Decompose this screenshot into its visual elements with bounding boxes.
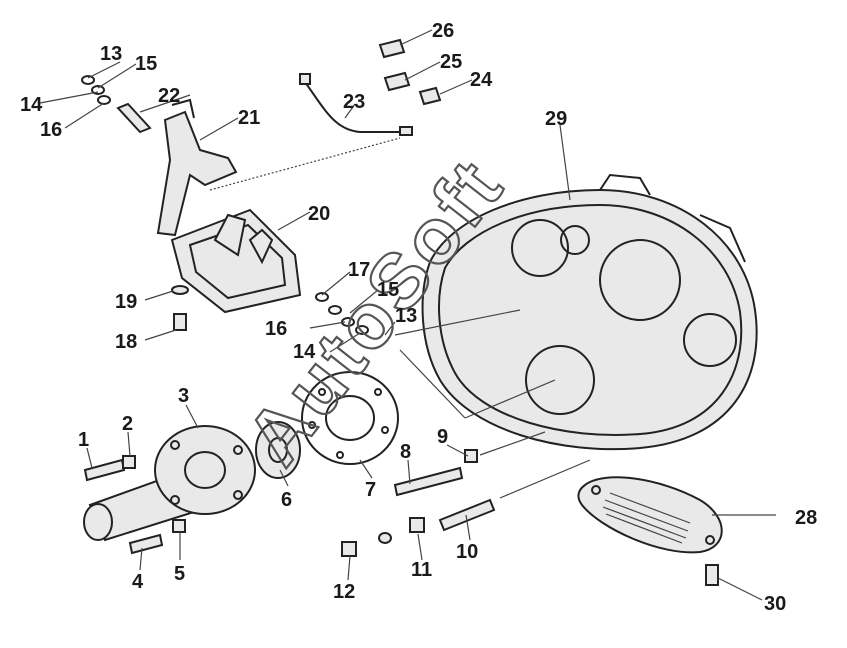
flywheel-housing: [421, 173, 758, 451]
shift-fork: [156, 98, 238, 237]
callout-labels: 1 2 3 4 5 6 7 8 9 10 11 12 13 14 15 16 1…: [20, 20, 817, 615]
callout-22: 22: [158, 85, 180, 107]
callout-12: 12: [333, 581, 355, 603]
callout-2: 2: [122, 413, 133, 435]
callout-26: 26: [432, 20, 454, 42]
callout-17: 17: [348, 259, 370, 281]
callout-10: 10: [456, 541, 478, 563]
clips: [378, 38, 442, 106]
bearing: [255, 421, 301, 479]
leader-lines: [39, 29, 776, 601]
callout-1: 1: [78, 429, 89, 451]
sensor-cable: [299, 73, 413, 136]
output-shaft: [83, 425, 256, 542]
callout-9: 9: [437, 426, 448, 448]
callout-20: 20: [308, 203, 330, 225]
gasket: [301, 371, 399, 465]
callout-15-upper: 15: [135, 53, 157, 75]
fasteners: [81, 75, 719, 586]
callout-11: 11: [411, 559, 432, 581]
callout-16-upper: 16: [40, 119, 62, 141]
callout-30: 30: [764, 593, 786, 615]
callout-13-lower: 13: [395, 305, 417, 327]
callout-21: 21: [238, 107, 260, 129]
callout-6: 6: [281, 489, 292, 511]
callout-24: 24: [470, 69, 493, 91]
pin: [116, 102, 152, 134]
shift-cover: [170, 208, 302, 314]
callout-23: 23: [343, 91, 365, 113]
callout-15-lower: 15: [377, 279, 399, 301]
callout-13-upper: 13: [100, 43, 122, 65]
callout-14-lower: 14: [293, 341, 316, 363]
callout-3: 3: [178, 385, 189, 407]
callout-29: 29: [545, 108, 567, 130]
callout-8: 8: [400, 441, 411, 463]
callout-19: 19: [115, 291, 137, 313]
inspection-cover: [577, 476, 723, 554]
callout-16-lower: 16: [265, 318, 287, 340]
callout-28: 28: [795, 507, 817, 529]
callout-18: 18: [115, 331, 137, 353]
callout-7: 7: [365, 479, 376, 501]
callout-25: 25: [440, 51, 462, 73]
callout-5: 5: [174, 563, 185, 585]
callout-14-upper: 14: [20, 94, 43, 116]
callout-4: 4: [132, 571, 144, 593]
